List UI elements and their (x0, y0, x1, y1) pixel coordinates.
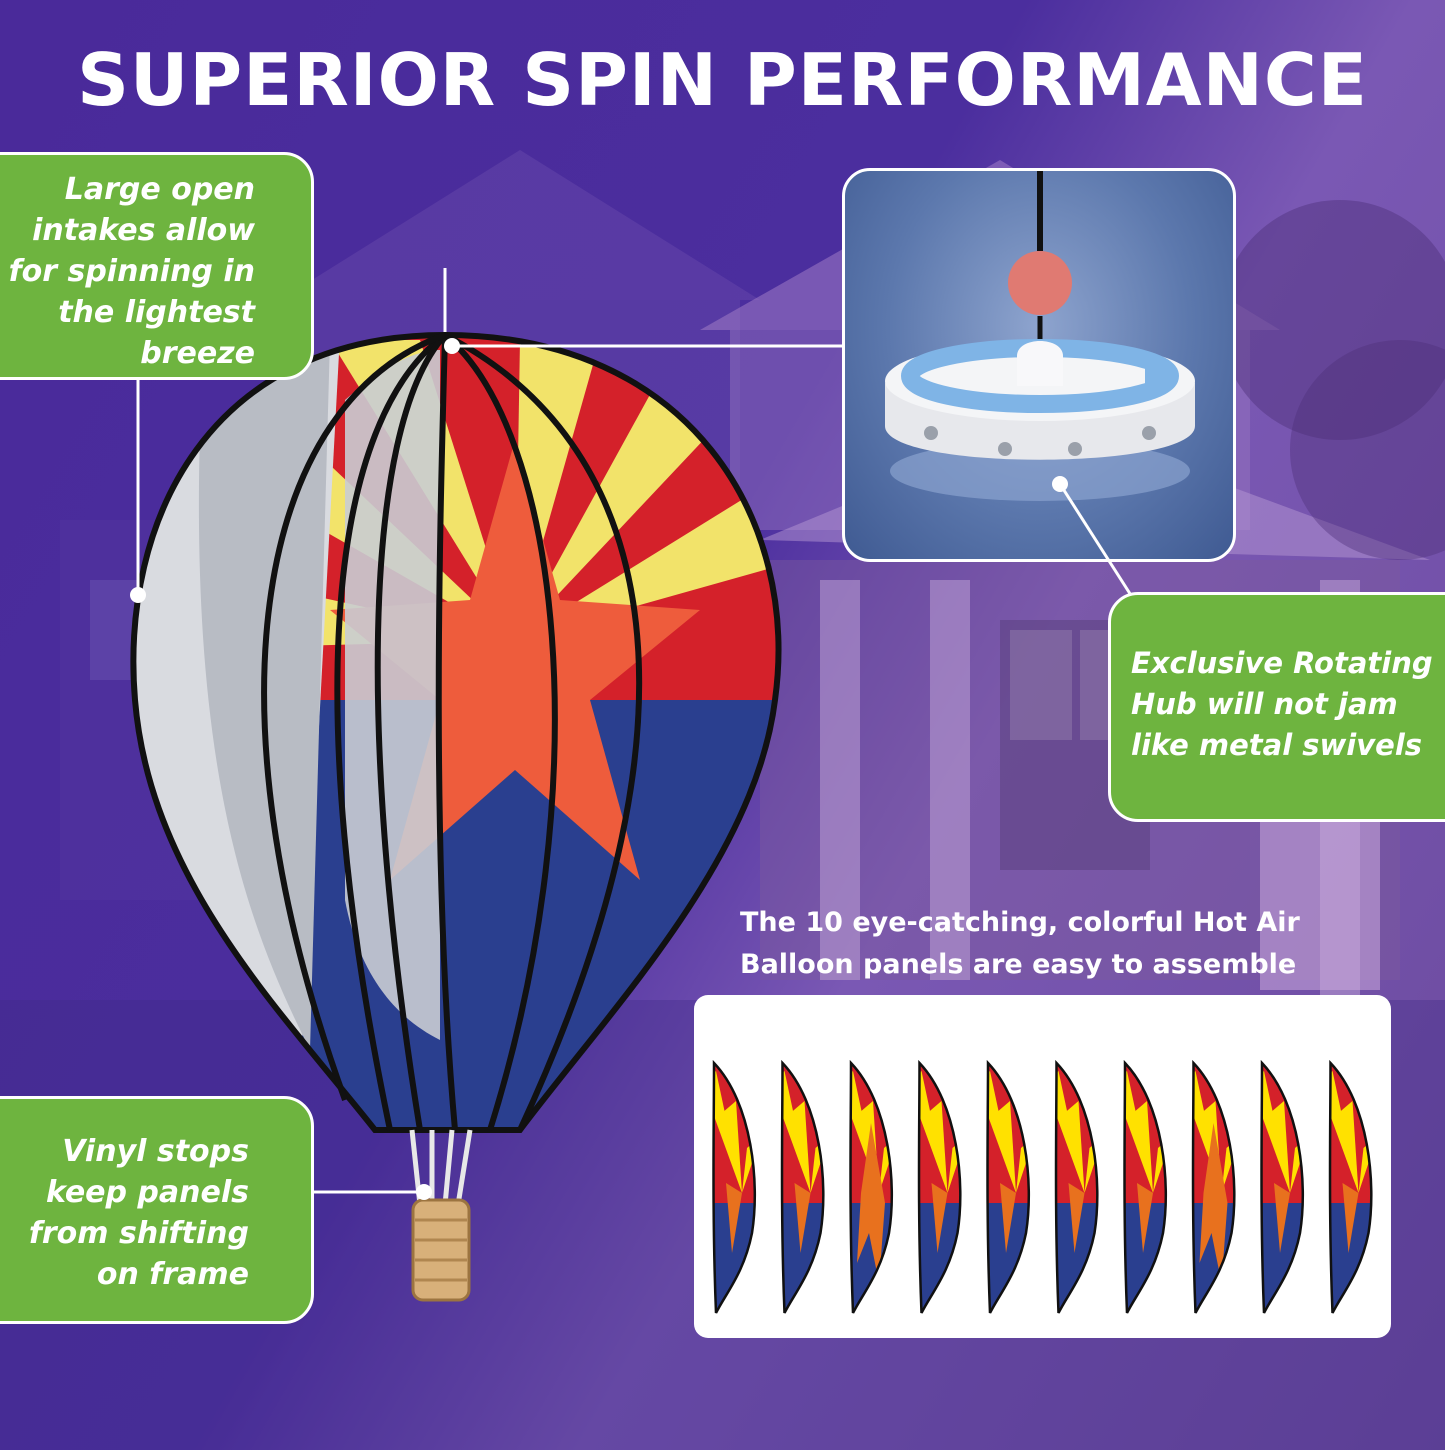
callout-line: like metal swivels (1131, 728, 1423, 762)
rotating-hub-photo (842, 168, 1236, 562)
panels-display (694, 995, 1391, 1338)
panels-caption-line: The 10 eye-catching, colorful Hot Air (740, 907, 1300, 938)
callout-line: Exclusive Rotating (1131, 646, 1433, 680)
panel-set-illustration (712, 1059, 1373, 1314)
callout-line: on frame (96, 1257, 249, 1292)
panels-caption: The 10 eye-catching, colorful Hot Air Ba… (740, 902, 1380, 986)
callout-line: the lightest (58, 295, 255, 330)
balloon-panel (849, 1059, 894, 1314)
callout-line: from shifting (28, 1216, 249, 1251)
callout-vinyl-stops: Vinyl stops keep panels from shifting on… (0, 1096, 314, 1324)
balloon-panel (917, 1059, 962, 1314)
balloon-panel (1054, 1059, 1099, 1314)
balloon-panel (780, 1059, 825, 1314)
balloon-panel (1260, 1059, 1305, 1314)
callout-rotating-hub: Exclusive Rotating Hub will not jam like… (1108, 592, 1445, 822)
balloon-panel (986, 1059, 1031, 1314)
balloon-panel (1123, 1059, 1168, 1314)
callout-line: Vinyl stops (62, 1134, 249, 1169)
hub-illustration (885, 171, 1195, 501)
callout-line: Large open (64, 172, 255, 207)
callout-line: Hub will not jam (1131, 687, 1398, 721)
page-title: SUPERIOR SPIN PERFORMANCE (77, 38, 1368, 122)
callout-line: for spinning in (8, 254, 255, 289)
balloon-panel (1191, 1059, 1236, 1314)
callout-open-intakes: Large open intakes allow for spinning in… (0, 152, 314, 380)
panels-caption-line: Balloon panels are easy to assemble (740, 949, 1297, 980)
balloon-panel (1328, 1059, 1373, 1314)
balloon-panel (712, 1059, 757, 1314)
callout-line: breeze (140, 336, 255, 371)
callout-line: intakes allow (32, 213, 255, 248)
callout-line: keep panels (45, 1175, 249, 1210)
